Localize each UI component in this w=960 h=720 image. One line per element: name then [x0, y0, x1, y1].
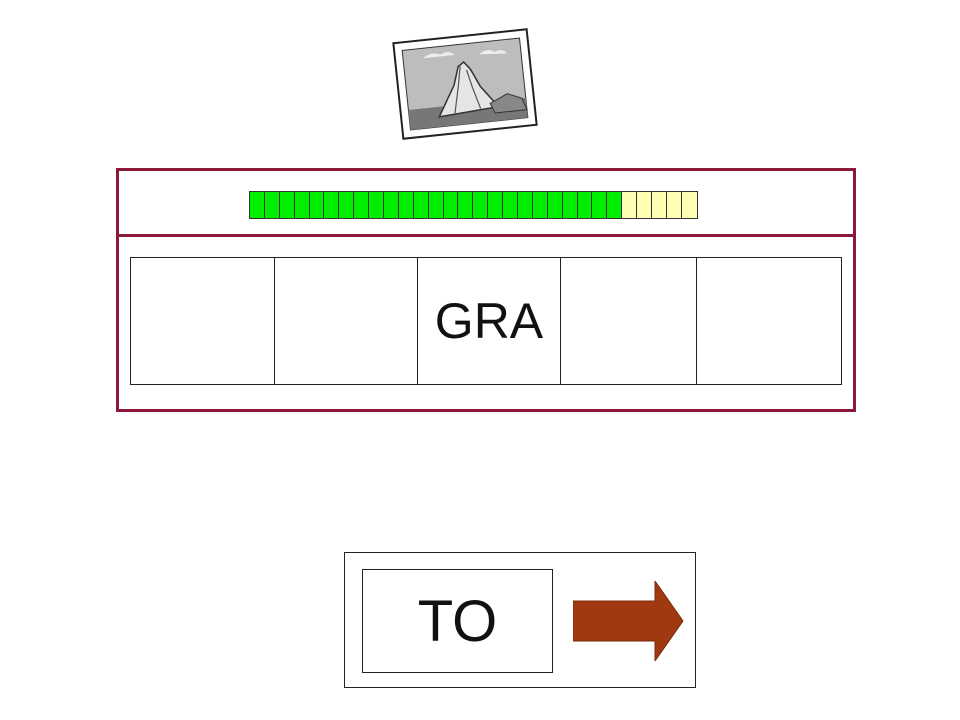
progress-segment-done: [250, 192, 265, 218]
syllable-slot-5[interactable]: [697, 258, 841, 384]
progress-segment-done: [398, 192, 414, 218]
progress-segment-done: [369, 192, 385, 218]
word-builder-panel: GRA: [116, 168, 856, 412]
syllable-slot-1[interactable]: [131, 258, 275, 384]
progress-segment-done: [488, 192, 504, 218]
panel-divider: [119, 234, 853, 237]
progress-segment-done: [443, 192, 459, 218]
syllable-slots: GRA: [130, 257, 842, 385]
progress-segment-done: [413, 192, 429, 218]
progress-segment-done: [592, 192, 608, 218]
progress-segment-done: [532, 192, 548, 218]
progress-segment-done: [294, 192, 310, 218]
progress-segment-done: [607, 192, 623, 218]
progress-segment-done: [279, 192, 295, 218]
syllable-slot-2[interactable]: [275, 258, 419, 384]
progress-segment-done: [458, 192, 474, 218]
progress-segment-done: [503, 192, 519, 218]
progress-segment-done: [562, 192, 578, 218]
progress-segment-done: [547, 192, 563, 218]
syllable-slot-4[interactable]: [561, 258, 698, 384]
progress-segment-done: [339, 192, 355, 218]
progress-segment-done: [577, 192, 593, 218]
progress-segment-remaining: [666, 192, 682, 218]
mountain-photo-icon: [392, 28, 538, 140]
progress-segment-remaining: [637, 192, 653, 218]
syllable-tile[interactable]: TO: [362, 569, 553, 673]
progress-segment-done: [428, 192, 444, 218]
progress-segment-done: [264, 192, 280, 218]
progress-segment-remaining: [652, 192, 667, 218]
progress-segment-done: [384, 192, 399, 218]
progress-segment-done: [354, 192, 370, 218]
progress-segment-done: [324, 192, 340, 218]
progress-segment-done: [473, 192, 489, 218]
progress-segment-done: [518, 192, 533, 218]
syllable-slot-3[interactable]: GRA: [418, 258, 561, 384]
progress-segment-remaining: [622, 192, 638, 218]
progress-segment-remaining: [681, 192, 697, 218]
answer-area: TO: [344, 552, 696, 688]
right-arrow-icon[interactable]: [573, 581, 685, 661]
progress-bar: [249, 191, 698, 219]
progress-segment-done: [309, 192, 325, 218]
